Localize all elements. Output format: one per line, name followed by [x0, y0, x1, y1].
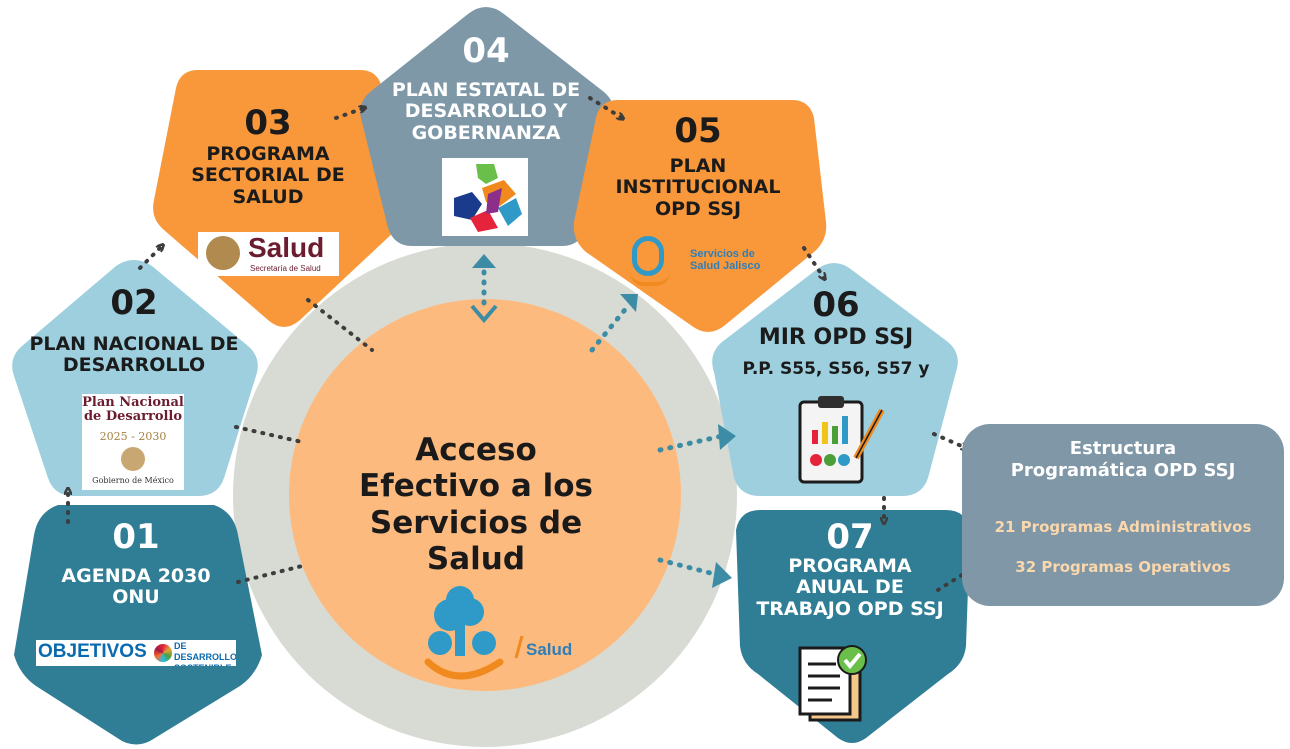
estructura-item: 32 Programas Operativos — [1015, 558, 1231, 576]
estructura-title: Estructura Programática OPD SSJ — [1010, 438, 1236, 481]
node-02-label: PLAN NACIONAL DE DESARROLLO — [29, 333, 239, 377]
node-04-shape — [360, 7, 614, 246]
pnd-logo-title: Plan Nacional de Desarrollo — [82, 395, 184, 424]
sdg-logo-text: OBJETIVOS — [38, 641, 147, 662]
node-01-number: 01 — [112, 517, 160, 557]
clipboard-chart-icon — [798, 396, 885, 484]
ssj-logo-text: Servicios de Salud Jalisco — [690, 248, 761, 272]
sdg-wheel-icon — [154, 644, 172, 662]
mexico-seal-icon — [206, 236, 240, 270]
document-check-icon — [796, 644, 872, 728]
center-salud-logo — [424, 586, 524, 680]
node-02-number: 02 — [110, 283, 158, 323]
estructura-box: Estructura Programática OPD SSJ 21 Progr… — [962, 424, 1284, 606]
arrowhead-05 — [620, 294, 638, 312]
node-06-label: MIR OPD SSJ — [758, 325, 914, 350]
salud-logo: Salud Secretaría de Salud — [198, 232, 339, 276]
arrowhead-up — [472, 254, 496, 268]
node-07-shape — [736, 510, 970, 743]
pnd-logo-gov: Gobierno de México — [92, 476, 174, 485]
center-logo-text: Salud — [526, 640, 573, 659]
node-05-number: 05 — [674, 111, 722, 151]
eagle-seal-icon — [121, 447, 145, 471]
node-01-shape — [14, 505, 262, 745]
ssj-symbol-icon — [632, 236, 664, 276]
sdg-logo-subtext: DE DESARROLLO SOSTENIBLE — [174, 641, 236, 666]
node-07-label: PROGRAMA ANUAL DE TRABAJO OPD SSJ — [756, 555, 944, 620]
jalisco-map-logo — [442, 158, 528, 236]
jalisco-map-icon — [454, 164, 522, 232]
teal-arrows — [481, 269, 725, 579]
center-circle — [289, 299, 681, 691]
node-03-number: 03 — [244, 103, 292, 143]
sdg-logo: OBJETIVOS DE DESARROLLO SOSTENIBLE — [36, 640, 236, 666]
node-03-label: PROGRAMA SECTORIAL DE SALUD — [191, 143, 345, 208]
node-06-number: 06 — [812, 285, 860, 325]
ssj-logo: Servicios de Salud Jalisco — [628, 236, 774, 286]
arrowhead-07 — [712, 562, 732, 588]
ssj-smile-icon — [630, 272, 670, 286]
node-06-shape — [712, 263, 958, 496]
salud-logo-text: Salud — [248, 232, 325, 263]
pnd-logo: Plan Nacional de Desarrollo 2025 - 2030 … — [82, 394, 184, 490]
pnd-logo-years: 2025 - 2030 — [99, 430, 167, 443]
node-05-label: PLAN INSTITUCIONAL OPD SSJ — [615, 155, 781, 220]
node-02-shape — [12, 260, 258, 496]
arrowhead-down — [470, 304, 498, 324]
node-01-label: AGENDA 2030 ONU — [61, 565, 211, 609]
node-06-sublabel: P.P. S55, S56, S57 y — [742, 359, 930, 379]
connectors — [234, 298, 374, 584]
dark-arrows — [68, 96, 970, 592]
node-04-label: PLAN ESTATAL DE DESARROLLO Y GOBERNANZA — [391, 79, 581, 144]
center-title: Acceso Efectivo a los Servicios de Salud — [359, 432, 593, 577]
arrowhead-06 — [718, 424, 736, 450]
estructura-item: 21 Programas Administrativos — [994, 518, 1252, 536]
node-07-number: 07 — [826, 517, 874, 557]
node-04-number: 04 — [462, 31, 510, 71]
salud-logo-subtext: Secretaría de Salud — [250, 264, 321, 273]
